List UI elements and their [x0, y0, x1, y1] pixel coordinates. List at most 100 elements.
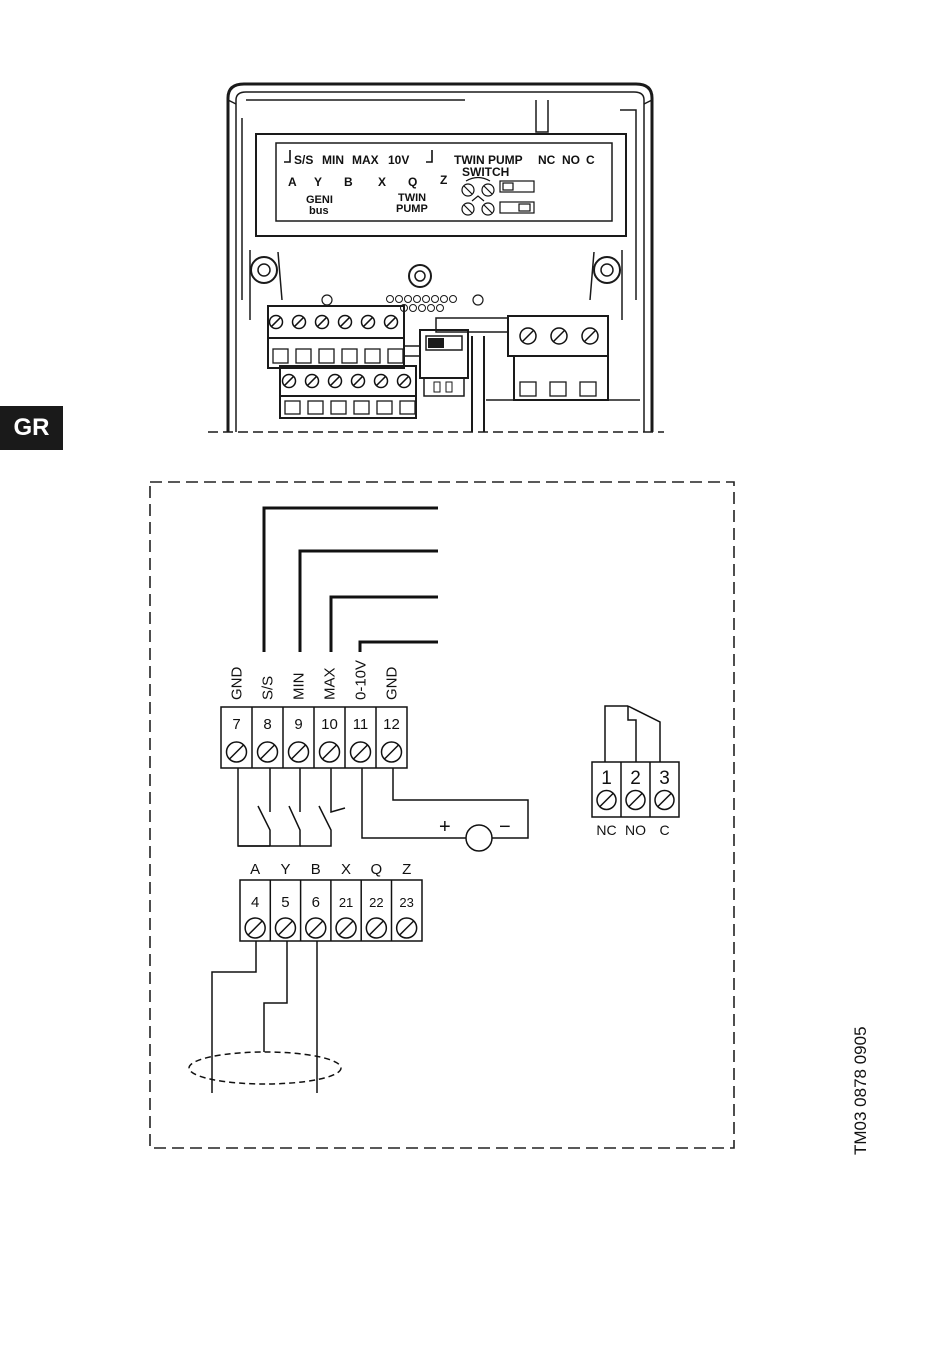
panel-label-nc: NC: [538, 153, 556, 167]
signal-terminal-number: 11: [353, 716, 369, 733]
bus-terminal-number: 5: [281, 894, 289, 911]
ground-symbol-icon: [426, 150, 432, 162]
relay-wiring: [605, 706, 660, 762]
terminal-screw-icon: [320, 742, 340, 762]
terminal-screw-icon: [520, 328, 536, 344]
panel-label-min: MIN: [322, 153, 344, 167]
panel-label-10v: 10V: [388, 153, 409, 167]
panel-label-z: Z: [440, 173, 447, 187]
terminal-screw-icon: [626, 791, 645, 810]
terminal-screw-icon: [289, 742, 309, 762]
panel-label-ss: S/S: [294, 153, 313, 167]
panel-label-q: Q: [408, 175, 417, 189]
bus-terminal-number: 22: [369, 895, 383, 910]
terminal-screw-icon: [655, 791, 674, 810]
terminal-screw-icon: [362, 316, 375, 329]
terminal-screw-icon: [351, 742, 371, 762]
start-stop-switch: [258, 806, 270, 846]
bus-terminal-block: 4 5 6 21 22 23: [240, 880, 422, 941]
bus-terminal-label: Z: [402, 861, 411, 878]
panel-label-x: X: [378, 175, 386, 189]
terminal-screw-icon: [551, 328, 567, 344]
panel-label-bus: bus: [309, 205, 329, 217]
meter-minus-sign: −: [499, 816, 511, 838]
terminal-screw-icon: [245, 918, 265, 938]
terminal-screw-icon: [316, 316, 329, 329]
panel-label-b: B: [344, 175, 353, 189]
panel-label-a: A: [288, 175, 297, 189]
switch-wiring: [238, 768, 528, 851]
relay-contact-switch: [628, 706, 660, 762]
signal-terminal-number: 10: [321, 716, 338, 733]
bus-terminal-label: X: [341, 861, 351, 878]
terminal-screw-icon: [306, 375, 319, 388]
bus-terminal-label: Y: [280, 861, 290, 878]
relay-terminal-labels: NC NO C: [596, 822, 669, 838]
control-box-illustration: [208, 84, 664, 432]
terminal-screw-icon: [366, 918, 386, 938]
meter-icon: [466, 825, 492, 851]
bus-terminal-number: 4: [251, 894, 259, 911]
relay-terminal-label: NC: [596, 822, 616, 838]
relay-terminal-number: 2: [630, 768, 641, 789]
ground-symbol-icon: [284, 150, 290, 162]
bus-terminal-number: 6: [312, 894, 320, 911]
signal-terminal-number: 12: [383, 716, 400, 733]
twin-pump-indicator-icon: [462, 178, 534, 216]
panel-label-y: Y: [314, 175, 322, 189]
signal-input-wires: [264, 508, 438, 652]
panel-label-no: NO: [562, 153, 580, 167]
terminal-screw-icon: [275, 918, 295, 938]
signal-terminal-number: 9: [294, 716, 302, 733]
relay-terminal-label: NO: [625, 822, 646, 838]
signal-terminal-label: MAX: [322, 667, 339, 700]
terminal-screw-icon: [270, 316, 283, 329]
relay-terminal-label: C: [659, 822, 669, 838]
terminal-screw-icon: [385, 316, 398, 329]
terminal-screw-icon: [582, 328, 598, 344]
bus-terminal-label: Q: [371, 861, 383, 878]
panel-label-switch: SWITCH: [462, 165, 509, 179]
signal-terminal-label: MIN: [291, 673, 308, 701]
terminal-screw-icon: [306, 918, 326, 938]
signal-terminal-label: GND: [229, 667, 246, 701]
terminal-screw-icon: [329, 375, 342, 388]
max-switch: [300, 806, 331, 846]
bus-terminal-label: A: [250, 861, 260, 878]
signal-terminal-number: 7: [232, 716, 240, 733]
bus-cable-wires: [189, 941, 341, 1093]
terminal-screw-icon: [382, 742, 402, 762]
panel-label: S/S MIN MAX 10V TWIN PUMP NC NO C SWITCH…: [284, 150, 595, 217]
document-code: TM03 0878 0905: [851, 1026, 870, 1155]
meter-plus-sign: +: [439, 816, 451, 838]
terminal-screw-icon: [339, 316, 352, 329]
signal-terminal-number: 8: [263, 716, 271, 733]
relay-terminal-number: 1: [601, 768, 612, 789]
terminal-screw-icon: [375, 375, 388, 388]
panel-label-pump: PUMP: [396, 203, 428, 215]
signal-terminal-label: 0-10V: [353, 660, 370, 700]
signal-terminal-label: GND: [384, 667, 401, 701]
terminal-screw-icon: [336, 918, 356, 938]
panel-label-max: MAX: [352, 153, 379, 167]
terminal-screw-icon: [398, 375, 411, 388]
bus-terminal-number: 23: [399, 895, 413, 910]
signal-terminal-labels: GND S/S MIN MAX 0-10V GND: [229, 660, 401, 700]
min-switch: [238, 806, 300, 846]
panel-label-c: C: [586, 153, 595, 167]
terminal-screw-icon: [258, 742, 278, 762]
terminal-screw-icon: [397, 918, 417, 938]
bus-terminal-label: B: [311, 861, 321, 878]
terminal-screw-icon: [293, 316, 306, 329]
terminal-screw-icon: [227, 742, 247, 762]
terminal-screw-icon: [352, 375, 365, 388]
signal-terminal-label: S/S: [260, 676, 277, 700]
bus-terminal-number: 21: [339, 895, 353, 910]
terminal-screw-icon: [283, 375, 296, 388]
signal-terminal-block: 7 8 9 10 11 12: [221, 707, 407, 768]
relay-terminal-number: 3: [659, 768, 670, 789]
